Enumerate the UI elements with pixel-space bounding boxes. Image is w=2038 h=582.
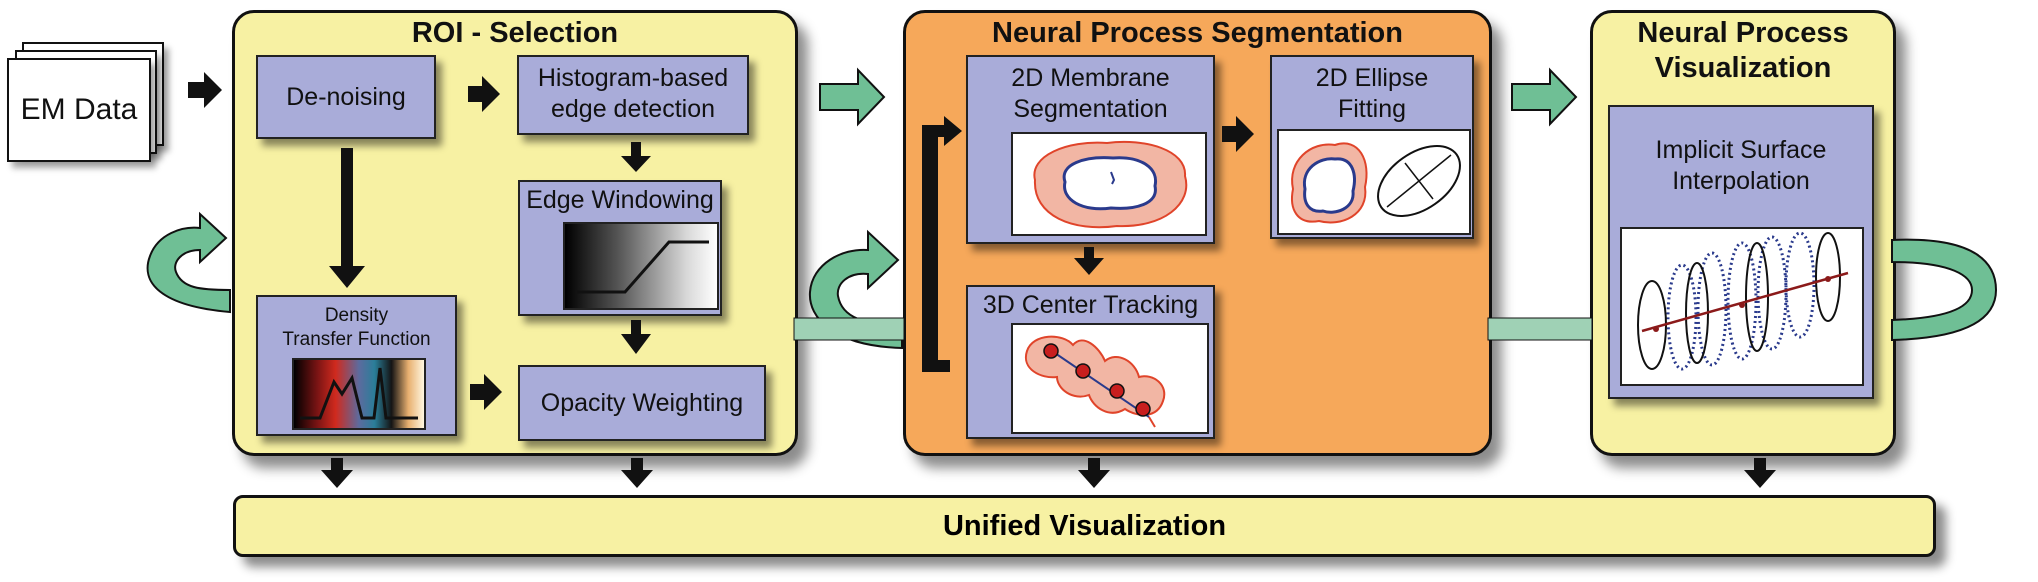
black-arrows	[188, 72, 1776, 488]
em-data-label: EM Data	[20, 93, 138, 126]
ellipse-fitting-box: 2D Ellipse Fitting	[1270, 55, 1474, 239]
denoising-label: De-noising	[286, 82, 406, 111]
visualization-title-line2: Visualization	[1654, 52, 1832, 84]
windowing-curve-graphic	[577, 240, 709, 294]
opacity-weighting-box: Opacity Weighting	[518, 365, 766, 441]
histogram-edge-detection-box: Histogram-based edge detection	[517, 55, 749, 135]
implicit-surface-graphic	[1637, 231, 1849, 371]
roi-selection-title: ROI - Selection	[411, 17, 619, 49]
center-tracking-box: 3D Center Tracking	[966, 285, 1215, 439]
unified-visualization-label: Unified Visualization	[942, 509, 1227, 542]
implicit-label-line2: Interpolation	[1672, 167, 1810, 195]
unified-visualization-bar: Unified Visualization	[233, 495, 1936, 557]
membrane-label-line1: 2D Membrane	[1011, 64, 1170, 92]
edge-windowing-box: Edge Windowing	[518, 180, 722, 316]
denoising-box: De-noising	[256, 55, 436, 139]
ellipse-label-line2: Fitting	[1337, 95, 1407, 123]
green-connector-bands	[793, 317, 1593, 341]
center-tracking-inset	[1011, 323, 1209, 434]
density-label-line1: Density	[324, 305, 389, 326]
membrane-contour-graphic	[1033, 140, 1188, 229]
ellipse-fitting-inset	[1277, 129, 1471, 235]
implicit-surface-interpolation-box: Implicit Surface Interpolation	[1608, 105, 1874, 399]
ellipse-label-line1: 2D Ellipse	[1315, 64, 1429, 92]
histogram-label-line2: edge detection	[550, 95, 716, 123]
edge-windowing-label: Edge Windowing	[526, 186, 714, 214]
ellipse-fit-graphic	[1291, 142, 1461, 224]
membrane-label-line2: Segmentation	[1013, 95, 1168, 123]
implicit-surface-inset	[1620, 227, 1864, 386]
em-data-card: EM Data	[7, 58, 151, 162]
density-transfer-inset	[292, 358, 426, 430]
transfer-curve-graphic	[300, 367, 418, 420]
edge-windowing-inset	[563, 222, 719, 310]
center-tracking-graphic	[1024, 335, 1166, 428]
center-tracking-label: 3D Center Tracking	[982, 291, 1199, 319]
green-flow-arrows	[146, 67, 1998, 350]
density-label-line2: Transfer Function	[282, 329, 431, 350]
histogram-label-line1: Histogram-based	[537, 64, 729, 92]
implicit-label-line1: Implicit Surface	[1655, 136, 1827, 164]
membrane-segmentation-inset	[1011, 132, 1207, 236]
opacity-weighting-label: Opacity Weighting	[540, 388, 744, 417]
membrane-segmentation-box: 2D Membrane Segmentation	[966, 55, 1215, 244]
segmentation-title: Neural Process Segmentation	[992, 17, 1403, 49]
density-transfer-function-box: Density Transfer Function	[256, 295, 457, 436]
visualization-title-line1: Neural Process	[1637, 17, 1849, 49]
